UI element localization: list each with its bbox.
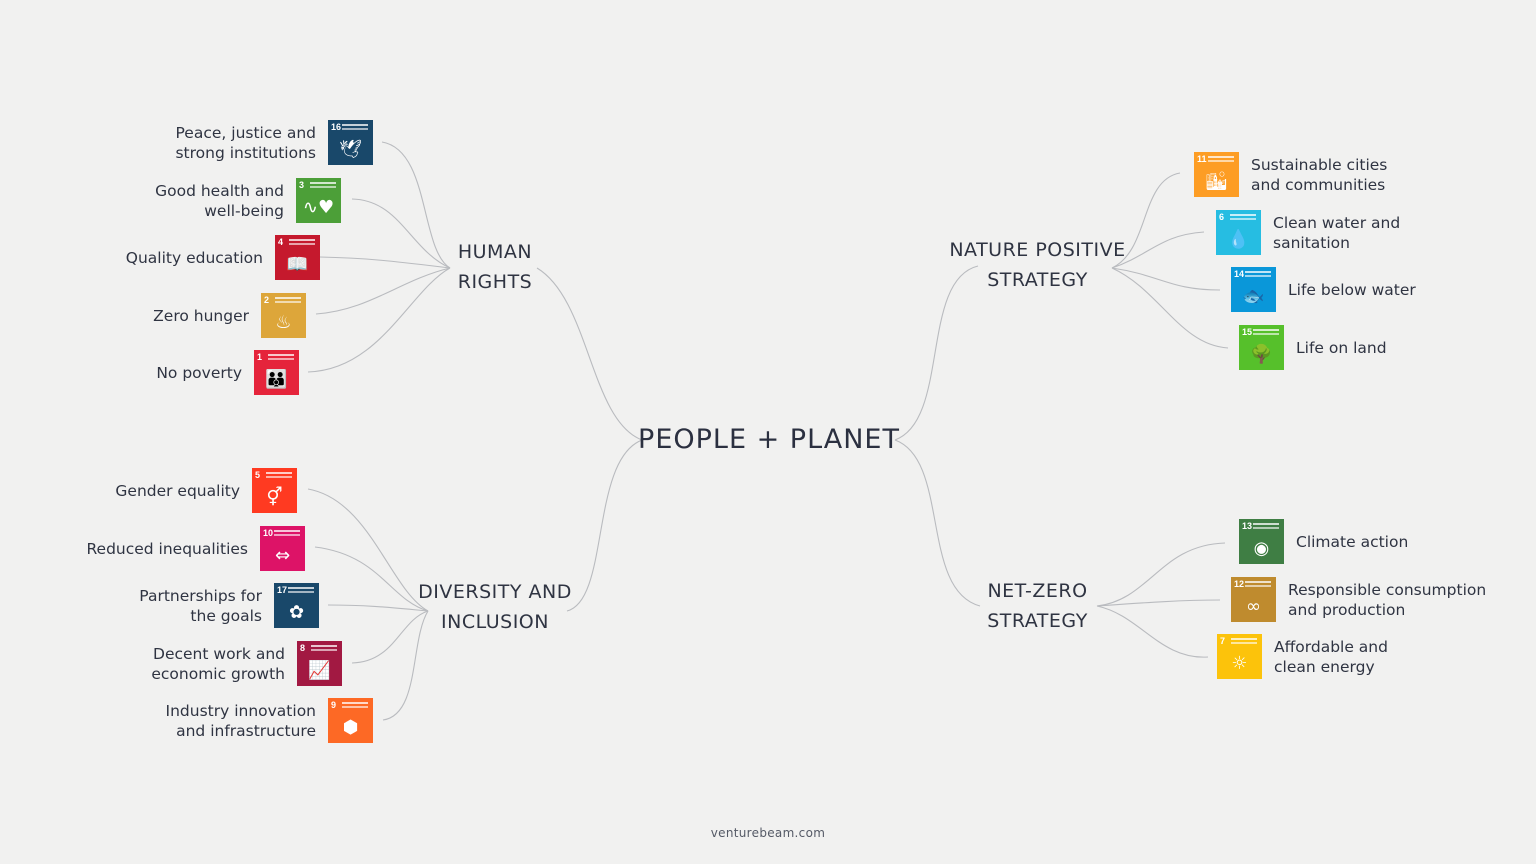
branch-human-rights-line2: RIGHTS bbox=[457, 271, 533, 293]
goal-11-item: 11🏙 Sustainable cities and communities bbox=[1194, 152, 1387, 197]
goal-2-item: Zero hunger 2♨ bbox=[153, 293, 306, 338]
branch-net-zero: NET-ZERO STRATEGY bbox=[960, 576, 1115, 636]
branch-nature-positive: NATURE POSITIVE STRATEGY bbox=[940, 235, 1135, 295]
water-drop-icon: 6💧 bbox=[1216, 210, 1261, 255]
goal-8-item: Decent work and economic growth 8📈 bbox=[151, 641, 342, 686]
goal-15-label: Life on land bbox=[1296, 338, 1387, 357]
branch-netzero-line1: NET-ZERO bbox=[987, 580, 1088, 602]
gender-icon: 5⚥ bbox=[252, 468, 297, 513]
fish-icon: 14🐟 bbox=[1231, 267, 1276, 312]
cubes-icon: 9⬢ bbox=[328, 698, 373, 743]
branch-nature-line1: NATURE POSITIVE bbox=[949, 239, 1126, 261]
center-label: PEOPLE + PLANET bbox=[638, 424, 900, 455]
goal-13-label: Climate action bbox=[1296, 532, 1409, 551]
family-icon: 1👪 bbox=[254, 350, 299, 395]
goal-10-item: Reduced inequalities 10⇔ bbox=[86, 526, 305, 571]
goal-12-label: Responsible consumption and production bbox=[1288, 580, 1487, 619]
goal-11-label: Sustainable cities and communities bbox=[1251, 155, 1388, 194]
goal-4-label: Quality education bbox=[125, 248, 263, 267]
goal-3-item: Good health and well-being 3∿♥ bbox=[155, 178, 341, 223]
goal-14-label: Life below water bbox=[1288, 280, 1416, 299]
goal-7-label: Affordable and clean energy bbox=[1274, 637, 1388, 676]
goal-12-item: 12∞ Responsible consumption and producti… bbox=[1231, 577, 1486, 622]
goal-17-label: Partnerships for the goals bbox=[139, 586, 262, 625]
goal-9-label: Industry innovation and infrastructure bbox=[165, 701, 316, 740]
goal-5-item: Gender equality 5⚥ bbox=[115, 468, 297, 513]
dove-icon: 16🕊 bbox=[328, 120, 373, 165]
branch-human-rights-line1: HUMAN bbox=[457, 241, 533, 263]
goal-14-item: 14🐟 Life below water bbox=[1231, 267, 1416, 312]
goal-16-label: Peace, justice and strong institutions bbox=[175, 123, 316, 162]
goal-2-label: Zero hunger bbox=[153, 306, 249, 325]
branch-diversity-line1: DIVERSITY AND bbox=[418, 581, 572, 603]
goal-5-label: Gender equality bbox=[115, 481, 240, 500]
goal-8-label: Decent work and economic growth bbox=[151, 644, 285, 683]
goal-13-item: 13◉ Climate action bbox=[1239, 519, 1408, 564]
branch-diversity-line2: INCLUSION bbox=[441, 611, 549, 633]
equal-icon: 10⇔ bbox=[260, 526, 305, 571]
infinity-icon: 12∞ bbox=[1231, 577, 1276, 622]
goal-10-label: Reduced inequalities bbox=[86, 539, 248, 558]
goal-4-item: Quality education 4📖 bbox=[126, 235, 320, 280]
center-node: PEOPLE + PLANET bbox=[560, 420, 978, 460]
branch-diversity-inclusion: DIVERSITY AND INCLUSION bbox=[405, 577, 585, 637]
footer-credit: venturebeam.com bbox=[0, 826, 1536, 840]
goal-16-item: Peace, justice and strong institutions 1… bbox=[175, 120, 373, 165]
goal-6-item: 6💧 Clean water and sanitation bbox=[1216, 210, 1400, 255]
branch-netzero-line2: STRATEGY bbox=[987, 610, 1088, 632]
heartbeat-icon: 3∿♥ bbox=[296, 178, 341, 223]
branch-nature-line2: STRATEGY bbox=[987, 269, 1088, 291]
goal-17-item: Partnerships for the goals 17✿ bbox=[139, 583, 319, 628]
goal-6-label: Clean water and sanitation bbox=[1273, 213, 1401, 252]
goal-15-item: 15🌳 Life on land bbox=[1239, 325, 1387, 370]
bowl-icon: 2♨ bbox=[261, 293, 306, 338]
sun-icon: 7☼ bbox=[1217, 634, 1262, 679]
goal-3-label: Good health and well-being bbox=[155, 181, 284, 220]
growth-chart-icon: 8📈 bbox=[297, 641, 342, 686]
rings-icon: 17✿ bbox=[274, 583, 319, 628]
eye-globe-icon: 13◉ bbox=[1239, 519, 1284, 564]
goal-9-item: Industry innovation and infrastructure 9… bbox=[166, 698, 373, 743]
footer-text: venturebeam.com bbox=[710, 826, 826, 840]
goal-7-item: 7☼ Affordable and clean energy bbox=[1217, 634, 1388, 679]
city-icon: 11🏙 bbox=[1194, 152, 1239, 197]
goal-1-label: No poverty bbox=[156, 363, 242, 382]
goal-1-item: No poverty 1👪 bbox=[156, 350, 299, 395]
tree-icon: 15🌳 bbox=[1239, 325, 1284, 370]
book-icon: 4📖 bbox=[275, 235, 320, 280]
branch-human-rights: HUMAN RIGHTS bbox=[420, 237, 570, 297]
